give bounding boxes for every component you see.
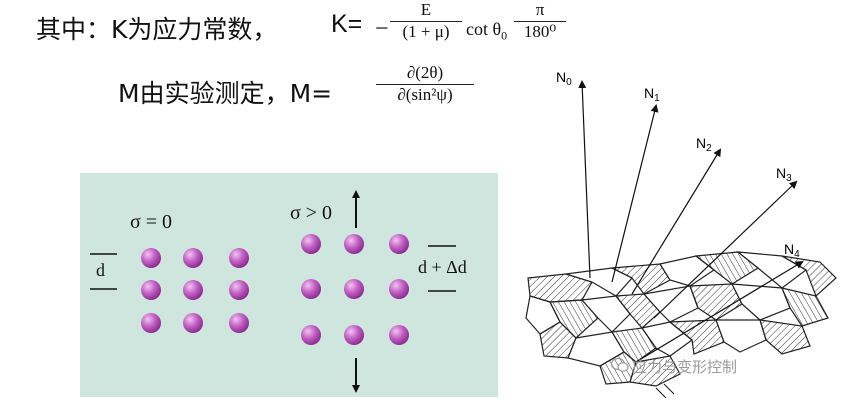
atom <box>301 234 321 254</box>
frac3-numerator: ∂(2θ) <box>406 63 444 82</box>
atom <box>141 280 161 300</box>
grain <box>715 319 767 353</box>
minus-sign: − <box>375 16 389 42</box>
normal-letter: N <box>696 135 706 151</box>
bottom-mark-line <box>663 383 675 395</box>
normal-letter: N <box>784 241 794 257</box>
grain <box>694 251 760 285</box>
normal-subscript: 2 <box>706 143 712 154</box>
normal-label: N0 <box>556 69 572 88</box>
normal-n1-line <box>611 104 659 283</box>
atom <box>229 248 249 268</box>
normal-label: N3 <box>776 165 792 184</box>
frac2-denominator: 180⁰ <box>523 22 557 41</box>
grain <box>689 283 743 321</box>
grain <box>614 293 661 329</box>
sigma-zero-label: σ = 0 <box>130 211 173 233</box>
formula-line2-label: M由实验测定，M= <box>118 79 333 108</box>
d-plus-delta-d-label: d + Δd <box>418 257 467 277</box>
atom <box>389 325 409 345</box>
normal-n2-line <box>631 148 722 295</box>
normal-n4-line <box>635 260 804 363</box>
grain <box>736 251 808 289</box>
cot-subscript: 0 <box>501 28 508 43</box>
normal-letter: N <box>644 85 654 101</box>
bottom-mark-line <box>655 387 667 399</box>
normal-subscript: 4 <box>794 249 800 260</box>
grain <box>730 283 791 321</box>
atom <box>183 313 203 333</box>
grain <box>629 355 681 387</box>
grain <box>668 319 725 355</box>
atom <box>389 234 409 254</box>
d-spacing-label: d <box>96 260 105 280</box>
grain <box>611 327 657 363</box>
fraction-pi-over-180: π 180⁰ <box>514 0 566 42</box>
normal-n0-line <box>578 80 591 279</box>
atom <box>229 313 249 333</box>
frac3-denominator: ∂(sin²ψ) <box>397 85 453 104</box>
normal-subscript: 1 <box>654 93 660 104</box>
normal-letter: N <box>776 165 786 181</box>
frac1-numerator: E <box>420 0 432 19</box>
grain <box>565 267 633 297</box>
frac3-bar <box>376 84 474 85</box>
grain <box>659 255 716 287</box>
frac2-numerator: π <box>535 0 545 19</box>
atom <box>344 325 364 345</box>
normal-subscript: 3 <box>786 173 792 184</box>
frac2-bar <box>514 21 566 22</box>
sigma-positive-label: σ > 0 <box>290 202 333 224</box>
atom <box>183 248 203 268</box>
formula-line1-label: 其中：K为应力常数， <box>36 15 278 44</box>
normal-label: N4 <box>784 241 800 260</box>
fraction-e-over-1-plus-mu: E (1 + μ) <box>390 0 462 42</box>
atom <box>344 234 364 254</box>
normal-subscript: 0 <box>566 77 572 88</box>
atom <box>141 313 161 333</box>
grain-cluster <box>525 251 837 387</box>
grain <box>549 299 599 339</box>
k-lhs: K= <box>331 10 363 38</box>
atom <box>301 279 321 299</box>
atom <box>183 280 203 300</box>
normal-n3-line <box>653 180 798 319</box>
atom <box>229 280 249 300</box>
frac1-bar <box>390 21 462 22</box>
atom <box>141 248 161 268</box>
grain <box>580 295 631 333</box>
frac1-denominator: (1 + μ) <box>402 22 450 41</box>
normal-letter: N <box>556 69 566 85</box>
fraction-partial-derivative: ∂(2θ) ∂(sin²ψ) <box>376 63 474 105</box>
grain <box>759 319 811 355</box>
cot-text: cot θ <box>466 19 502 39</box>
atom <box>301 325 321 345</box>
atom <box>389 279 409 299</box>
grain <box>642 285 699 323</box>
normal-label: N2 <box>696 135 712 154</box>
wechat-icon <box>611 357 629 372</box>
normal-label: N1 <box>644 85 660 104</box>
atom <box>344 279 364 299</box>
grain <box>781 287 829 327</box>
grain-normals-diagram: N0 N1 N2 N3 N4 <box>525 69 837 399</box>
cot-theta: cot θ0 <box>466 19 507 44</box>
watermark-text: 应力与变形控制 <box>632 358 738 376</box>
